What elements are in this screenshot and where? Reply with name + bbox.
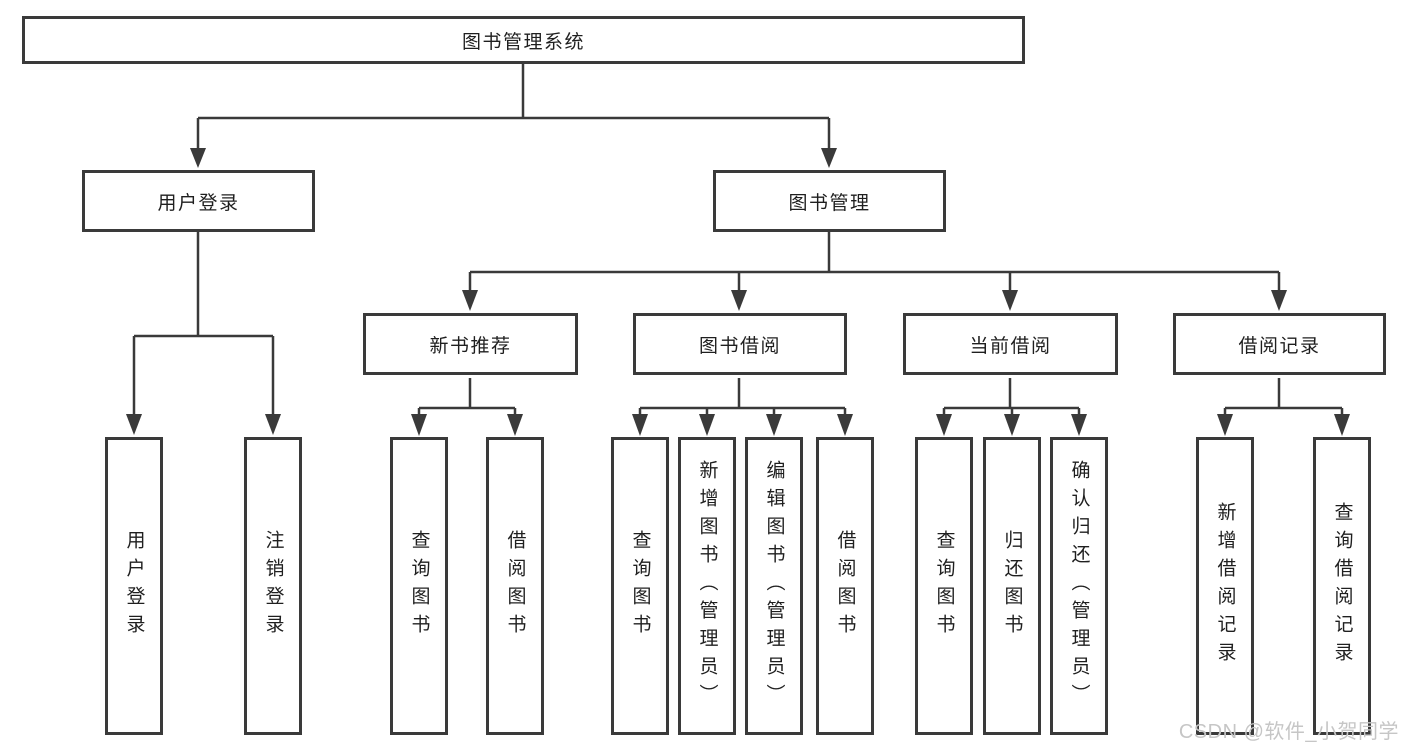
node-label: 新增图书（管理员） — [696, 460, 718, 712]
node-user-login: 用户登录 — [82, 170, 315, 232]
connector-root-to-level2 — [190, 64, 837, 168]
leaf-user-login: 用户登录 — [105, 437, 163, 735]
node-label: 查询图书 — [408, 530, 430, 642]
connector-user-login-to-leaves — [126, 232, 281, 435]
connector-book-management-to-level3 — [462, 232, 1287, 311]
node-label: 用户登录 — [123, 530, 145, 642]
node-current-borrowing: 当前借阅 — [903, 313, 1118, 375]
node-label: 查询图书 — [933, 530, 955, 642]
leaf-borrow-books: 借阅图书 — [816, 437, 874, 735]
node-label: 查询图书 — [629, 530, 651, 642]
node-library-management-system: 图书管理系统 — [22, 16, 1025, 64]
leaf-return-books: 归还图书 — [983, 437, 1041, 735]
node-book-borrowing: 图书借阅 — [633, 313, 847, 375]
node-label: 借阅图书 — [504, 530, 526, 642]
node-label: 借阅记录 — [1238, 335, 1321, 357]
leaf-query-books-recommend: 查询图书 — [390, 437, 448, 735]
node-label: 图书管理 — [788, 192, 871, 214]
leaf-edit-book-admin: 编辑图书（管理员） — [745, 437, 803, 735]
node-label: 新增借阅记录 — [1214, 502, 1236, 670]
node-label: 归还图书 — [1001, 530, 1023, 642]
node-label: 查询借阅记录 — [1331, 502, 1353, 670]
connector-current-borrowing-to-leaves — [936, 378, 1087, 436]
connector-book-borrowing-to-leaves — [632, 378, 853, 436]
node-label: 用户登录 — [157, 192, 240, 214]
watermark: CSDN @软件_小贺同学 — [1178, 721, 1399, 743]
node-label: 图书管理系统 — [461, 31, 585, 53]
leaf-confirm-return-admin: 确认归还（管理员） — [1050, 437, 1108, 735]
node-label: 注销登录 — [262, 530, 284, 642]
leaf-borrow-books-recommend: 借阅图书 — [486, 437, 544, 735]
node-new-book-recommend: 新书推荐 — [363, 313, 578, 375]
connector-new-book-recommend-to-leaves — [411, 378, 523, 436]
node-label: 当前借阅 — [969, 335, 1052, 357]
node-label: 编辑图书（管理员） — [763, 460, 785, 712]
leaf-add-borrow-record: 新增借阅记录 — [1196, 437, 1254, 735]
leaf-query-books-current: 查询图书 — [915, 437, 973, 735]
connector-borrowing-records-to-leaves — [1217, 378, 1350, 436]
node-label: 新书推荐 — [429, 335, 512, 357]
node-borrowing-records: 借阅记录 — [1173, 313, 1386, 375]
leaf-logout: 注销登录 — [244, 437, 302, 735]
node-book-management: 图书管理 — [713, 170, 946, 232]
node-label: 图书借阅 — [698, 335, 781, 357]
node-label: 确认归还（管理员） — [1068, 460, 1090, 712]
leaf-add-book-admin: 新增图书（管理员） — [678, 437, 736, 735]
node-label: 借阅图书 — [834, 530, 856, 642]
leaf-query-borrow-record: 查询借阅记录 — [1313, 437, 1371, 735]
leaf-query-books-borrowing: 查询图书 — [611, 437, 669, 735]
